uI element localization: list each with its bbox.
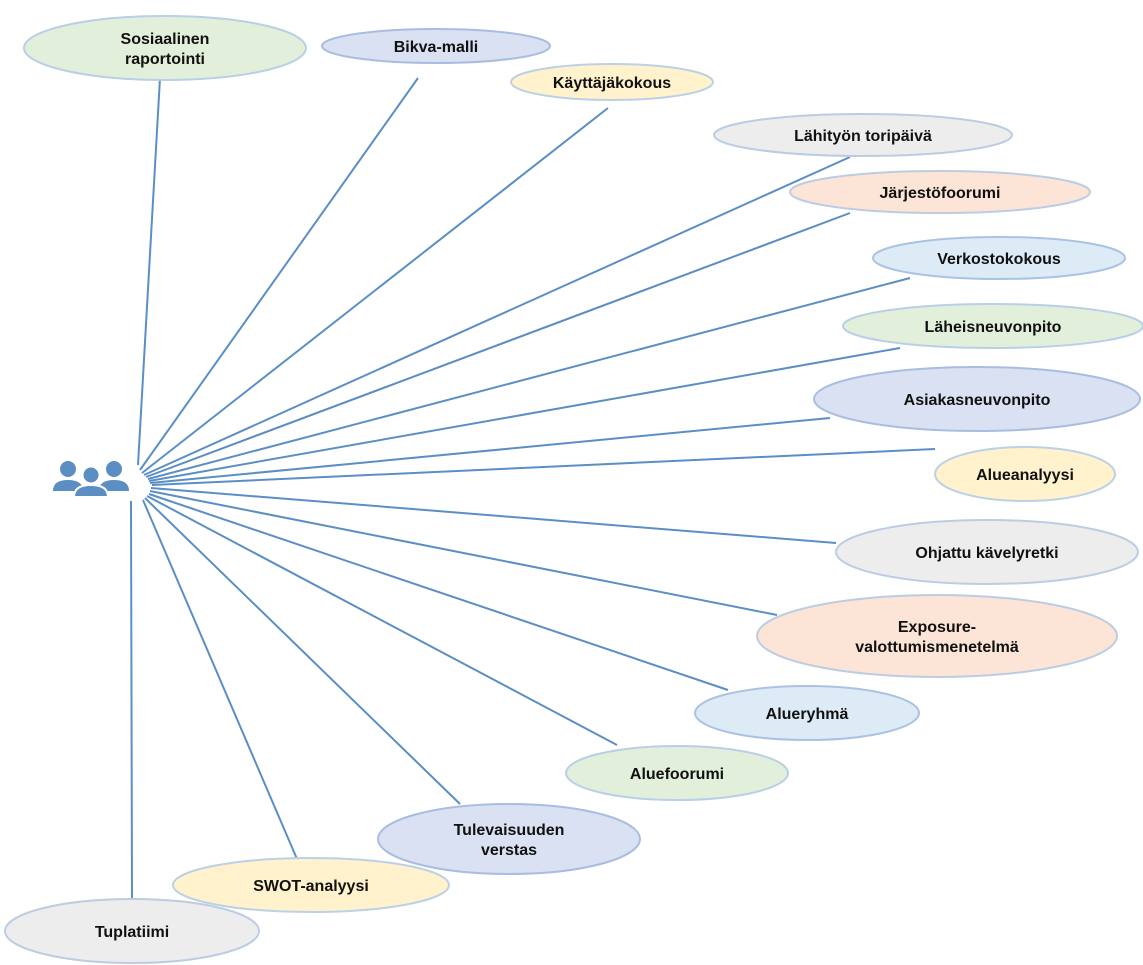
node-label-sosiaalinen-raportointi-line-1: Sosiaalinen — [121, 31, 210, 48]
node-bikva-malli: Bikva-malli — [321, 28, 551, 64]
node-aluefoorumi: Aluefoorumi — [565, 745, 789, 801]
node-label-kayttajakokous: Käyttäjäkokous — [553, 75, 671, 92]
node-ellipse-exposure-valottumismenetelma — [756, 594, 1118, 678]
node-verkostokokous: Verkostokokous — [872, 236, 1126, 280]
connector-tuplatiimi — [130, 500, 133, 900]
node-ellipse-verkostokokous — [872, 236, 1126, 280]
node-label-jarjestofoorumi: Järjestöfoorumi — [880, 185, 1001, 202]
node-label-bikva-malli: Bikva-malli — [394, 39, 478, 56]
node-ellipse-kayttajakokous — [510, 63, 714, 101]
node-ohjattu-kavelyretki: Ohjattu kävelyretki — [835, 519, 1139, 585]
method-nodes: Sosiaalinen raportointi Bikva-malliKäyttäj… — [4, 15, 1143, 964]
node-jarjestofoorumi: Järjestöfoorumi — [789, 170, 1091, 214]
node-label-tulevaisuuden-verstas-line-1: Tulevaisuuden — [454, 822, 565, 839]
node-ellipse-jarjestofoorumi — [789, 170, 1091, 214]
node-label-laheisneuvonpito: Läheisneuvonpito — [925, 319, 1062, 336]
node-ellipse-alueanalyysi — [934, 446, 1116, 502]
node-ellipse-bikva-malli — [321, 28, 551, 64]
connector-alueanalyysi — [151, 448, 936, 486]
node-label-alueryhma: Alueryhmä — [766, 706, 849, 723]
node-label-tuplatiimi: Tuplatiimi — [95, 924, 169, 941]
connector-tulevaisuuden-verstas — [144, 497, 461, 805]
node-label-verkostokokous: Verkostokokous — [937, 251, 1061, 268]
node-label-alueanalyysi: Alueanalyysi — [976, 467, 1074, 484]
node-label-aluefoorumi: Aluefoorumi — [630, 766, 724, 783]
node-tuplatiimi: Tuplatiimi — [4, 898, 260, 964]
node-ellipse-sosiaalinen-raportointi — [23, 15, 307, 81]
node-ellipse-tuplatiimi — [4, 898, 260, 964]
node-label-sosiaalinen-raportointi-line-2: raportointi — [125, 51, 205, 68]
node-label-tulevaisuuden-verstas-line-2: verstas — [481, 842, 537, 859]
node-ellipse-lahityon-toripaiva — [713, 113, 1013, 157]
connector-swot-analyysi — [142, 499, 298, 860]
connector-lines — [130, 77, 936, 900]
connector-ohjattu-kavelyretki — [150, 487, 837, 544]
node-label-exposure-valottumismenetelma-line-1: Exposure- — [898, 619, 976, 636]
people-group-icon — [53, 461, 129, 498]
node-label-asiakasneuvonpito: Asiakasneuvonpito — [904, 392, 1051, 409]
connector-laheisneuvonpito — [148, 347, 901, 482]
connector-aluefoorumi — [146, 495, 618, 746]
connector-bikva-malli — [139, 77, 419, 471]
node-ellipse-asiakasneuvonpito — [813, 366, 1141, 432]
node-kayttajakokous: Käyttäjäkokous — [510, 63, 714, 101]
node-ellipse-tulevaisuuden-verstas — [377, 803, 641, 875]
node-ellipse-ohjattu-kavelyretki — [835, 519, 1139, 585]
node-lahityon-toripaiva: Lähityön toripäivä — [713, 113, 1013, 157]
node-alueryhma: Alueryhmä — [694, 685, 920, 741]
node-tulevaisuuden-verstas: Tulevaisuuden verstas — [377, 803, 641, 875]
node-asiakasneuvonpito: Asiakasneuvonpito — [813, 366, 1141, 432]
node-label-swot-analyysi: SWOT-analyysi — [253, 878, 369, 895]
connector-jarjestofoorumi — [145, 212, 851, 478]
node-label-ohjattu-kavelyretki: Ohjattu kävelyretki — [915, 545, 1058, 562]
node-exposure-valottumismenetelma: Exposure-valottumismenetelmä — [756, 594, 1118, 678]
node-swot-analyysi: SWOT-analyysi — [172, 857, 450, 913]
node-ellipse-laheisneuvonpito — [842, 303, 1143, 349]
node-ellipse-aluefoorumi — [565, 745, 789, 801]
connector-alueryhma — [148, 493, 729, 691]
node-sosiaalinen-raportointi: Sosiaalinen raportointi — [23, 15, 307, 81]
connector-exposure-valottumismenetelma — [149, 490, 778, 616]
connector-asiakasneuvonpito — [149, 417, 831, 484]
node-laheisneuvonpito: Läheisneuvonpito — [842, 303, 1143, 349]
connector-verkostokokous — [147, 277, 911, 480]
node-ellipse-swot-analyysi — [172, 857, 450, 913]
node-alueanalyysi: Alueanalyysi — [934, 446, 1116, 502]
connector-kayttajakokous — [141, 107, 609, 474]
node-ellipse-alueryhma — [694, 685, 920, 741]
connector-lahityon-toripaiva — [143, 156, 851, 476]
node-label-exposure-valottumismenetelma-line-2: valottumismenetelmä — [855, 639, 1019, 656]
node-label-lahityon-toripaiva: Lähityön toripäivä — [794, 128, 932, 145]
connector-sosiaalinen-raportointi — [137, 77, 161, 466]
